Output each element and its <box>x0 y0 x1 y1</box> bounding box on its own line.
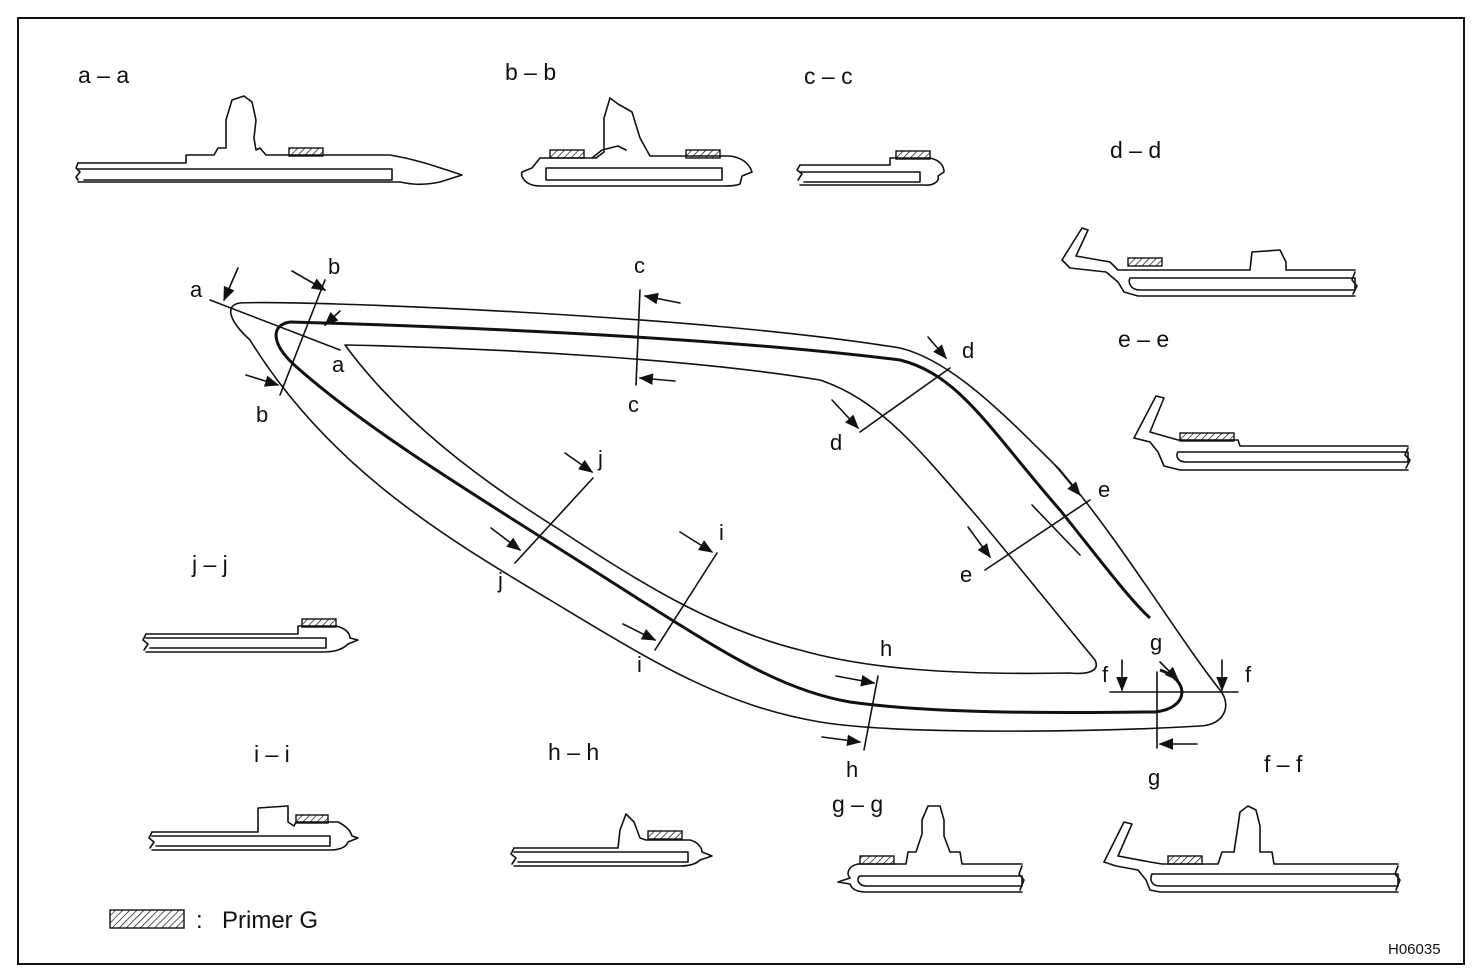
section-title-a: a – a <box>78 62 129 88</box>
cut-lines <box>209 279 1239 751</box>
cut-label-i2: i <box>637 652 642 677</box>
section-e-drawing <box>1133 395 1411 471</box>
section-title-i: i – i <box>254 741 290 767</box>
section-c-drawing <box>796 150 945 186</box>
cut-label-e2: e <box>960 562 972 587</box>
legend-label: Primer G <box>222 907 318 934</box>
cut-label-a1: a <box>190 277 203 302</box>
section-title-e: e – e <box>1118 326 1169 352</box>
diagram-frame <box>17 17 1465 965</box>
cut-label-f2: f <box>1245 662 1252 687</box>
cut-label-d1: d <box>962 338 974 363</box>
section-titles: a – a b – b c – c d – d e – e f – f g – … <box>78 59 1303 817</box>
cut-label-c1: c <box>634 253 645 278</box>
window-outline <box>229 301 1227 732</box>
section-title-g: g – g <box>832 791 883 817</box>
section-d-drawing <box>1061 227 1358 297</box>
cut-label-b1: b <box>328 254 340 279</box>
cut-label-a2: a <box>332 352 345 377</box>
cut-label-e1: e <box>1098 477 1110 502</box>
legend: : Primer G <box>109 907 318 934</box>
section-b-drawing <box>520 97 753 187</box>
section-title-b: b – b <box>505 59 556 85</box>
cut-label-h2: h <box>846 757 858 782</box>
cut-label-g1: g <box>1150 630 1162 655</box>
cut-label-f1: f <box>1102 662 1109 687</box>
section-title-d: d – d <box>1110 137 1161 163</box>
cut-label-g2: g <box>1148 765 1160 790</box>
cut-label-h1: h <box>880 636 892 661</box>
cut-label-i1: i <box>719 520 724 545</box>
cut-arrows <box>223 267 1228 750</box>
cut-label-d2: d <box>830 430 842 455</box>
primer-hatch-swatch <box>109 909 185 929</box>
section-title-c: c – c <box>804 63 853 89</box>
section-title-h: h – h <box>548 739 599 765</box>
legend-colon: : <box>196 907 203 934</box>
figure-code: H06035 <box>1388 941 1441 958</box>
section-f-drawing <box>1103 805 1401 893</box>
section-g-drawing <box>837 805 1025 893</box>
section-j-drawing <box>142 618 359 653</box>
section-h-drawing <box>510 813 713 867</box>
section-i-drawing <box>148 805 359 851</box>
cut-label-group: a a b b c c d d e e f f g g h h i i j j <box>190 253 1252 790</box>
cut-label-j1: j <box>597 446 603 471</box>
cut-label-c2: c <box>628 392 639 417</box>
section-a-drawing <box>75 95 463 186</box>
cut-label-j2: j <box>497 568 503 593</box>
section-title-j: j – j <box>191 551 228 577</box>
section-title-f: f – f <box>1264 751 1303 777</box>
cut-label-b2: b <box>256 402 268 427</box>
